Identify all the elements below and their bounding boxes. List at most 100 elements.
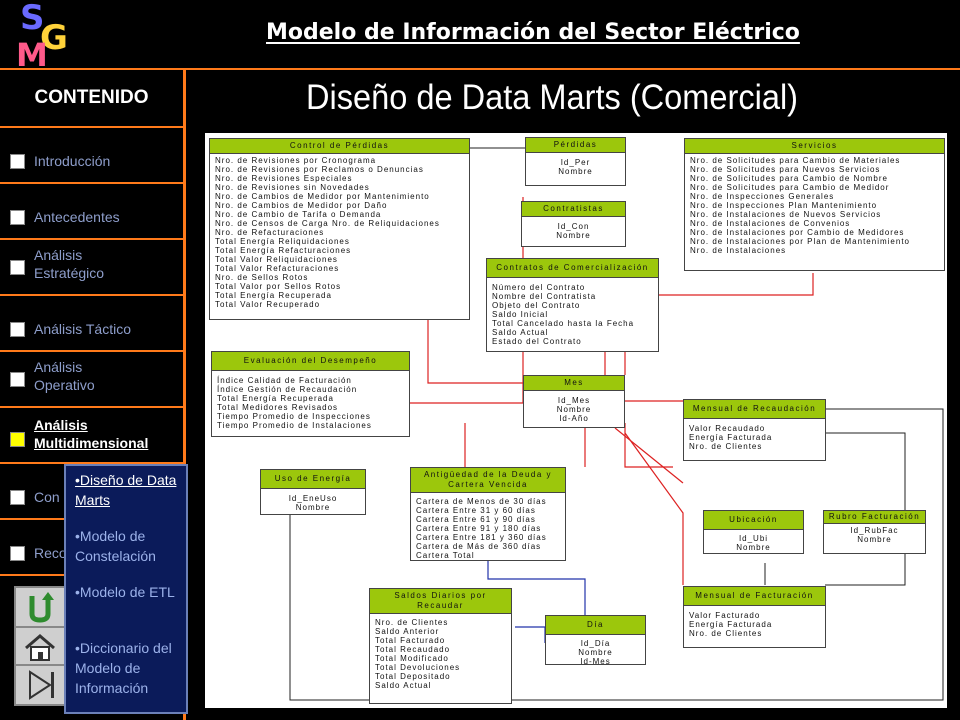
entity-field: Nro. de Censos de Carga Nro. de Reliquid… bbox=[215, 219, 440, 228]
entity-field: Energía Facturada bbox=[689, 620, 773, 629]
sidebar-item-label: Análisis Multidimensional bbox=[34, 417, 149, 451]
entity-field: Objeto del Contrato bbox=[492, 301, 581, 310]
entity-field: Total Energía Recuperada bbox=[217, 394, 334, 403]
entity-field: Total Facturado bbox=[375, 636, 446, 645]
connector-line bbox=[624, 423, 673, 468]
entity-title: Mensual de Facturación bbox=[684, 587, 825, 606]
entity-field: Nro. de Clientes bbox=[689, 629, 763, 638]
entity-title: Antigüedad de la Deuda y Cartera Vencida bbox=[411, 468, 565, 493]
connector-line bbox=[614, 427, 684, 484]
sidebar-item-analisis-multidimensional[interactable]: Análisis Multidimensional bbox=[0, 406, 183, 462]
entity-field: Nombre bbox=[556, 405, 592, 414]
entity-servicios: Servicios Nro. de Solicitudes para Cambi… bbox=[684, 138, 945, 271]
entity-title: Pérdidas bbox=[526, 138, 625, 153]
entity-field: Nro. de Instalaciones bbox=[690, 246, 787, 255]
entity-field: Nro. de Revisiones por Reclamos o Denunc… bbox=[215, 165, 424, 174]
entity-field: Nro. de Revisiones Especiales bbox=[215, 174, 353, 183]
entity-title: Evaluación del Desempeño bbox=[212, 352, 409, 371]
submenu-item-etl[interactable]: •Modelo de ETL bbox=[75, 584, 175, 600]
entity-field: Cartera Entre 181 y 360 días bbox=[416, 533, 547, 542]
entity-field: Nro. de Revisiones por Cronograma bbox=[215, 156, 377, 165]
entity-title: Mes bbox=[524, 376, 624, 391]
entity-field: Cartera Entre 31 y 60 días bbox=[416, 506, 536, 515]
return-button[interactable] bbox=[14, 586, 66, 628]
submenu-item-diccionario[interactable]: •Diccionario del Modelo de Información bbox=[75, 640, 172, 696]
connector-line bbox=[427, 318, 567, 384]
entity-title: Ubicación bbox=[704, 511, 803, 530]
entity-field: Nombre del Contratista bbox=[492, 292, 597, 301]
entity-field: Id_Per bbox=[560, 158, 591, 167]
entity-contratos: Contratos de Comercialización Número del… bbox=[486, 258, 659, 352]
entity-field: Nro. de Solicitudes para Cambio de Medid… bbox=[690, 183, 890, 192]
entity-perdidas: Pérdidas Id_Per Nombre bbox=[525, 137, 626, 186]
sidebar-item-label: Antecedentes bbox=[34, 209, 120, 225]
entity-field: Nombre bbox=[556, 231, 591, 240]
entity-field: Nro. de Clientes bbox=[375, 618, 449, 627]
entity-field: Id_EneUso bbox=[288, 494, 338, 503]
entity-field: Total Energía Reliquidaciones bbox=[215, 237, 350, 246]
entity-field: Saldo Actual bbox=[492, 328, 549, 337]
entity-field: Nro. de Inspecciones Plan Mantenimiento bbox=[690, 201, 878, 210]
sidebar-item-label: Análisis Estratégico bbox=[34, 247, 105, 281]
entity-field: Total Valor por Sellos Rotos bbox=[215, 282, 342, 291]
sidebar-item-label: Con bbox=[34, 489, 60, 505]
entity-ubicacion: Ubicación Id_Ubi Nombre bbox=[703, 510, 804, 554]
entity-field: Id-Mes bbox=[580, 657, 611, 666]
submenu-item-diseno[interactable]: •Diseño de Data Marts bbox=[75, 472, 177, 508]
end-button[interactable] bbox=[14, 664, 66, 706]
connector-line bbox=[289, 408, 944, 701]
entity-field: Nombre bbox=[295, 503, 331, 512]
sidebar-heading: CONTENIDO bbox=[34, 87, 149, 108]
sidebar-item-introduccion[interactable]: Introducción bbox=[0, 126, 183, 182]
bullet-icon bbox=[10, 490, 25, 505]
entity-field: Nro. de Solicitudes para Cambio de Mater… bbox=[690, 156, 901, 165]
entity-contratistas: Contratistas Id_Con Nombre bbox=[521, 201, 626, 247]
submenu-item-constelacion[interactable]: •Modelo de Constelación bbox=[75, 528, 156, 564]
entity-field: Nombre bbox=[578, 648, 613, 657]
sidebar-item-antecedentes[interactable]: Antecedentes bbox=[0, 182, 183, 238]
entity-title: Día bbox=[546, 616, 645, 635]
bullet-icon bbox=[10, 372, 25, 387]
sidebar-item-label: Análisis Operativo bbox=[34, 359, 95, 393]
entity-field: Nro. de Cambios de Medidor por Daño bbox=[215, 201, 388, 210]
sidebar-item-analisis-tactico[interactable]: Análisis Táctico bbox=[0, 294, 183, 350]
sidebar-item-con[interactable]: Con bbox=[0, 462, 183, 518]
entity-field: Total Energía Refacturaciones bbox=[215, 246, 352, 255]
bullet-icon bbox=[10, 154, 25, 169]
entity-field: Total Cancelado hasta la Fecha bbox=[492, 319, 635, 328]
entity-field: Saldo Anterior bbox=[375, 627, 440, 636]
entity-field: Nombre bbox=[857, 535, 892, 544]
sidebar-item-label: Introducción bbox=[34, 153, 111, 169]
sidebar-item-label: Análisis Táctico bbox=[34, 321, 132, 337]
entity-field: Id_Ubi bbox=[738, 534, 769, 543]
entity-field: Nro. de Cambios de Medidor por Mantenimi… bbox=[215, 192, 430, 201]
entity-field: Tiempo Promedio de Inspecciones bbox=[217, 412, 371, 421]
entity-field: Nro. de Instalaciones de Convenios bbox=[690, 219, 851, 228]
entity-field: Índice Calidad de Facturación bbox=[217, 376, 352, 385]
bullet-icon bbox=[10, 210, 25, 225]
entity-field: Nro. de Solicitudes para Nuevos Servicio… bbox=[690, 165, 881, 174]
return-icon bbox=[29, 592, 54, 623]
entity-antiguedad: Antigüedad de la Deuda y Cartera Vencida… bbox=[410, 467, 566, 561]
entity-field: Id_Con bbox=[557, 222, 590, 231]
home-button[interactable] bbox=[14, 626, 66, 668]
entity-mensual-recaudacion: Mensual de Recaudación Valor Recaudado E… bbox=[683, 399, 826, 461]
entity-fields: Nro. de Revisiones por Cronograma Nro. d… bbox=[210, 154, 469, 311]
entity-field: Cartera Total bbox=[416, 551, 475, 560]
entity-title: Servicios bbox=[685, 139, 944, 154]
bullet-icon bbox=[10, 322, 25, 337]
sidebar-item-analisis-operativo[interactable]: Análisis Operativo bbox=[0, 350, 183, 406]
entity-field: Nro. de Refacturaciones bbox=[215, 228, 325, 237]
sidebar-item-label: Reco bbox=[34, 545, 67, 561]
sidebar-item-analisis-estrategico[interactable]: Análisis Estratégico bbox=[0, 238, 183, 294]
entity-field: Total Recaudado bbox=[375, 645, 451, 654]
entity-mes: Mes Id_Mes Nombre Id-Año bbox=[523, 375, 625, 428]
connector-line bbox=[824, 432, 906, 511]
data-mart-diagram: Control de Pérdidas Nro. de Revisiones p… bbox=[205, 133, 947, 708]
entity-title: Saldos Diarios por Recaudar bbox=[370, 589, 511, 614]
header-title: Modelo de Información del Sector Eléctri… bbox=[266, 20, 800, 45]
connector-line bbox=[624, 432, 684, 585]
entity-field: Nro. de Cambio de Tarifa o Demanda bbox=[215, 210, 382, 219]
entity-mensual-facturacion: Mensual de Facturación Valor Facturado E… bbox=[683, 586, 826, 648]
bullet-icon bbox=[10, 546, 25, 561]
